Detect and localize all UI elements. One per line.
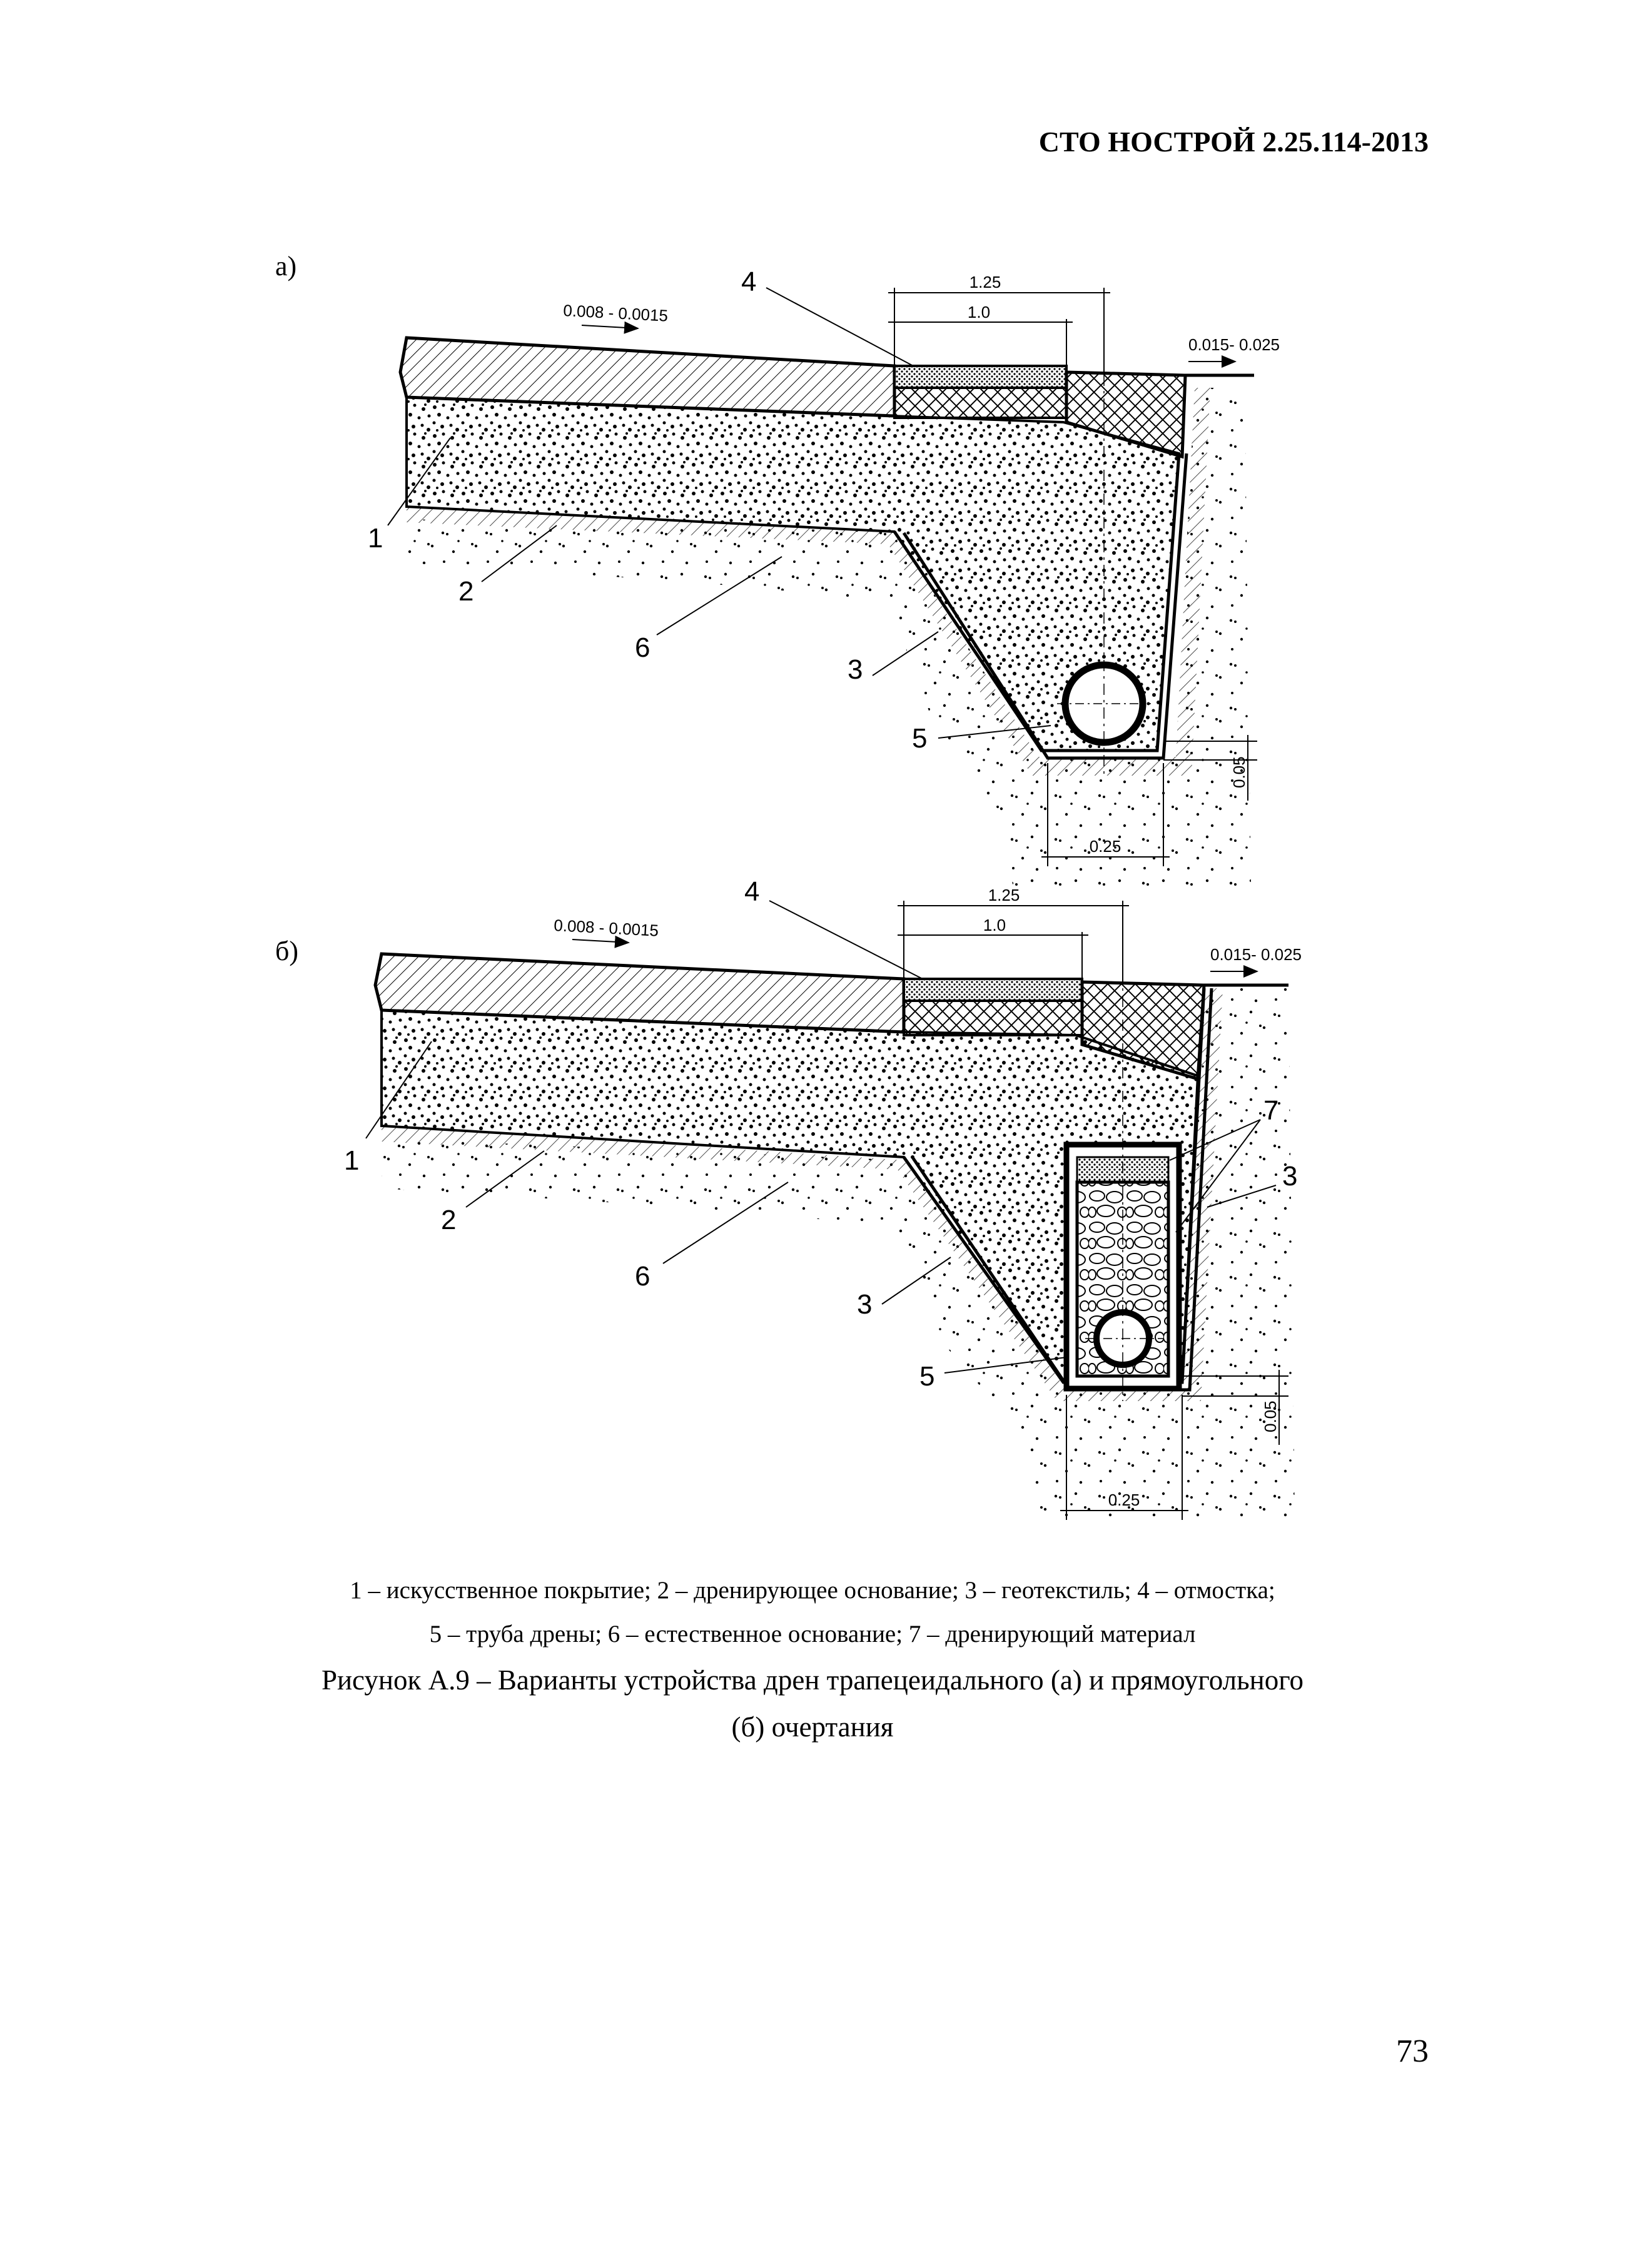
variant-a-slope-right: 0.015- 0.025 bbox=[1188, 335, 1280, 354]
variant-b-callout-5: 5 bbox=[919, 1361, 934, 1392]
variant-a-dim-0-05: 0.05 bbox=[1230, 756, 1248, 788]
variant-a-bottom-dimensions bbox=[1041, 735, 1257, 866]
variant-b-callout-2: 2 bbox=[441, 1205, 456, 1235]
variant-b-pavement bbox=[373, 952, 906, 1034]
variant-a-dim-1-25: 1.25 bbox=[969, 273, 1001, 291]
legend-line-2: 5 – труба дрены; 6 – естественное основа… bbox=[429, 1621, 1196, 1648]
figure-title-line-2: (б) очертания bbox=[731, 1711, 894, 1743]
variant-a-dim-1-0: 1.0 bbox=[968, 303, 990, 321]
variant-b-bottom-dimensions bbox=[1060, 1370, 1288, 1520]
legend-line-1: 1 – искусственное покрытие; 2 – дренирую… bbox=[350, 1577, 1275, 1604]
variant-b-shoulder bbox=[1080, 980, 1206, 1081]
variant-a-diagram: а) 1.25 1.0 0.008 - 0.0015 bbox=[275, 251, 1280, 888]
variant-b-dim-0-25: 0.25 bbox=[1108, 1491, 1140, 1509]
variant-a-callout-4: 4 bbox=[741, 266, 756, 297]
variant-a-slope-left-arrow bbox=[581, 321, 639, 334]
variant-b-blind-area-top bbox=[903, 978, 1083, 1002]
variant-b-dim-1-0: 1.0 bbox=[983, 916, 1006, 934]
variant-a-blind-area-top bbox=[893, 365, 1068, 389]
variant-b-dim-1-25: 1.25 bbox=[988, 886, 1020, 904]
variant-b-dim-0-05: 0.05 bbox=[1261, 1400, 1280, 1432]
variant-b-callout-3-right: 3 bbox=[1282, 1161, 1297, 1192]
variant-a-callout-2: 2 bbox=[458, 576, 473, 607]
variant-b-leader-lines bbox=[365, 900, 1277, 1374]
figure-title-line-1: Рисунок А.9 – Варианты устройства дрен т… bbox=[321, 1664, 1304, 1696]
variant-a-callout-6: 6 bbox=[635, 632, 650, 663]
variant-a-callout-1: 1 bbox=[368, 523, 383, 554]
variant-a-slope-left: 0.008 - 0.0015 bbox=[563, 301, 669, 325]
variant-a-callout-3: 3 bbox=[848, 654, 863, 685]
variant-a-pavement bbox=[398, 336, 896, 418]
variant-b-callout-4: 4 bbox=[744, 876, 759, 907]
variant-a-geotextile bbox=[893, 453, 1188, 760]
variant-b-callout-6: 6 bbox=[635, 1261, 650, 1292]
variant-b-callout-7: 7 bbox=[1263, 1095, 1278, 1126]
document-code-header: СТО НОСТРОЙ 2.25.114-2013 bbox=[1038, 126, 1429, 158]
variant-a-leader-lines bbox=[387, 287, 1051, 739]
variant-a-callout-5: 5 bbox=[912, 723, 927, 754]
variant-a-label: а) bbox=[275, 251, 296, 281]
variant-b-blind-area bbox=[903, 1000, 1083, 1036]
variant-b-top-dimensions bbox=[898, 901, 1129, 982]
variant-a-top-dimensions bbox=[888, 288, 1110, 372]
variant-b-slope-left: 0.008 - 0.0015 bbox=[554, 916, 659, 940]
variant-b-callout-3: 3 bbox=[857, 1289, 872, 1320]
variant-a-blind-area bbox=[893, 387, 1068, 419]
variant-b-slope-right: 0.015- 0.025 bbox=[1210, 945, 1302, 964]
variant-b-slope-left-arrow bbox=[572, 935, 630, 948]
variant-a-dim-0-25: 0.25 bbox=[1090, 837, 1121, 856]
variant-a-shoulder bbox=[1065, 370, 1187, 459]
page-number: 73 bbox=[1396, 2033, 1429, 2069]
variant-b-callout-1: 1 bbox=[344, 1145, 359, 1176]
variant-b-label: б) bbox=[275, 936, 298, 966]
variant-b-diagram: б) 1.25 1.0 0.008 - bbox=[275, 876, 1302, 1520]
